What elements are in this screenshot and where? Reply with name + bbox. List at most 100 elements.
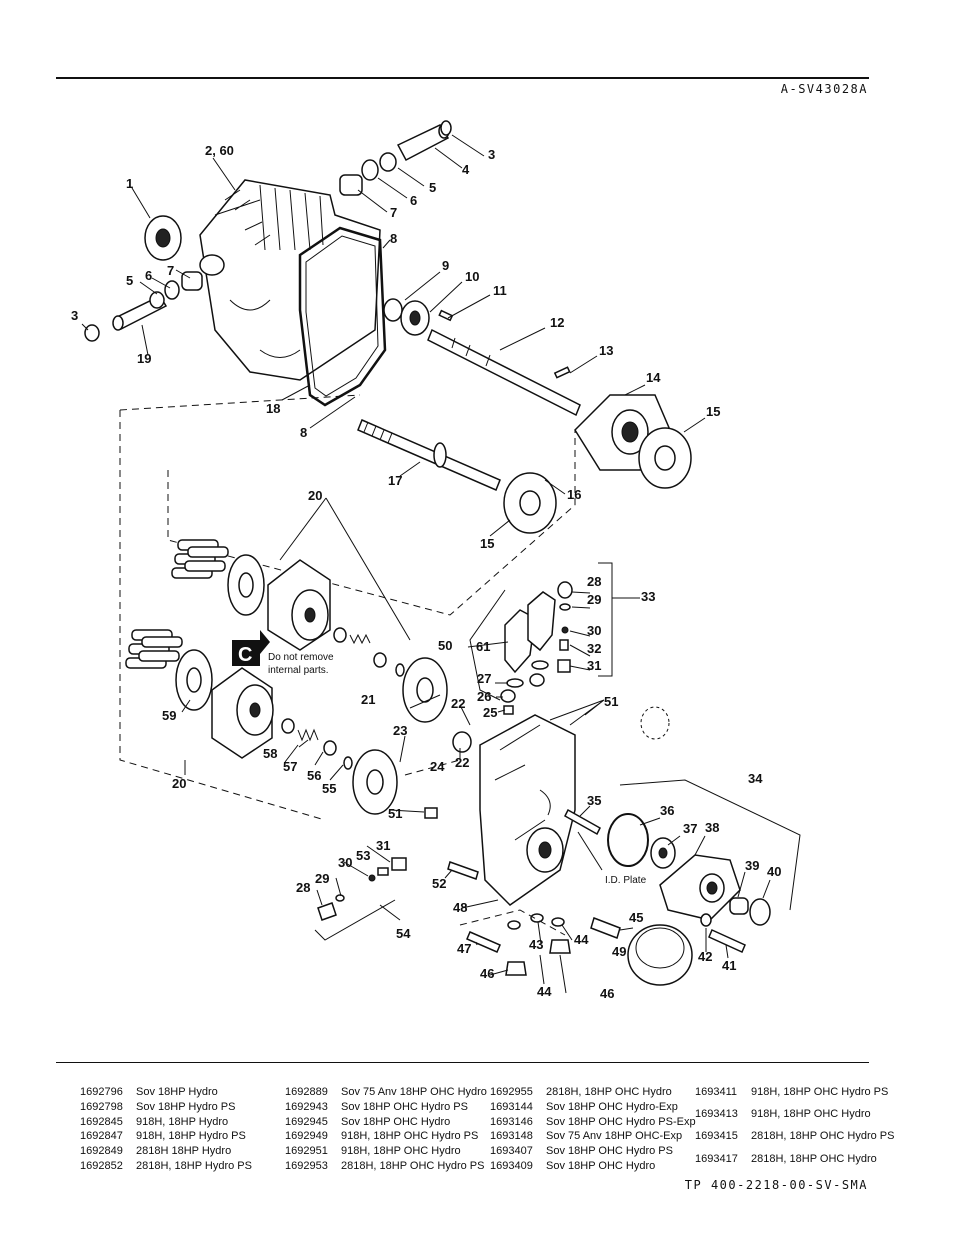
washer-42 [700,913,712,927]
washer-44-left [507,920,521,930]
model-description: 918H, 18HP OHC Hydro [341,1145,461,1158]
model-number: 1692943 [285,1100,328,1113]
callout-label: 45 [629,910,643,925]
callout-label: 31 [587,658,601,673]
washer-43 [530,913,544,923]
model-number: 1692852 [80,1159,123,1172]
callout-label: 56 [307,768,321,783]
washer-44-right [551,917,565,927]
bolt-41 [708,929,746,953]
valve-45 [590,917,621,939]
callout-label: 53 [356,848,370,863]
bushing-24 [452,731,472,753]
cylinder-block-upper [267,559,331,651]
model-description: 918H, 18HP Hydro [136,1115,229,1128]
model-description: 2818H 18HP Hydro [136,1145,232,1158]
spring-32 [559,639,569,651]
seal-40 [749,898,771,926]
washer-6-top [361,159,379,181]
callout-label: 46 [600,986,614,1001]
callout-label: 49 [612,944,626,959]
bracket-34 [619,779,801,911]
clip-55 [343,756,353,770]
port-plate-21 [402,657,448,723]
model-number: 1693417 [695,1152,738,1165]
model-description: Sov 18HP OHC Hydro-Exp [546,1100,678,1113]
oring-29-left [335,894,345,902]
callout-label: 52 [432,876,446,891]
model-description: 918H, 18HP OHC Hydro [751,1108,871,1121]
model-number: 1693144 [490,1100,533,1113]
model-description: Sov 18HP Hydro [136,1086,218,1098]
key-11 [438,309,454,322]
callout-label: 58 [263,746,277,761]
cylinder-block-lower [211,667,274,759]
seal-9 [383,298,403,322]
callout-label: 13 [599,343,613,358]
callout-label: 12 [550,315,564,330]
bolt-52 [447,861,479,880]
callout-label: 21 [361,692,375,707]
plug-25 [503,705,514,715]
callout-label: 37 [683,821,697,836]
callout-label: 54 [396,926,411,941]
top-rule [56,77,869,79]
plug-28-left [317,902,337,921]
model-number: 1692889 [285,1086,328,1098]
model-number: 1692951 [285,1145,328,1158]
model-description: Sov 18HP Hydro PS [136,1100,236,1113]
bolt-47 [466,931,501,953]
guide-line-lower [404,759,566,936]
callout-label: 8 [300,425,307,440]
washer-5-left [149,291,165,309]
bushing-7-top [339,174,363,196]
washer-26b [529,673,545,687]
callout-label: 24 [430,759,445,774]
plug-46-right [549,939,571,954]
ring-3-top [440,120,452,136]
gerotor-37 [650,837,676,869]
callout-label: 26 [477,689,491,704]
callout-label: 36 [660,803,674,818]
spring-upper [349,633,371,645]
model-number: 1692849 [80,1145,123,1158]
callout-label: 3 [488,147,495,162]
callout-c-note: C Do not remove internal parts. [232,630,334,676]
model-number: 1693146 [490,1115,533,1128]
model-description: Sov 18HP OHC Hydro PS [546,1145,673,1158]
callout-label: 57 [283,759,297,774]
callout-label: 22 [451,696,465,711]
callout-label: 59 [162,708,176,723]
bottom-rule [56,1062,869,1063]
callout-label: 20 [308,488,322,503]
callout-label: 38 [705,820,719,835]
plug-46-left [505,961,527,976]
callout-label: 5 [126,273,133,288]
pistons-lower [125,629,183,669]
thrust-washer-15-center [503,472,557,534]
shaft-12 [427,328,581,417]
callout-label: 30 [338,855,352,870]
valve-50 [527,591,556,652]
model-number: 1692845 [80,1115,123,1128]
bolt-35 [564,808,601,836]
callout-label: 4 [462,162,470,177]
callout-label: 27 [477,671,491,686]
ball-30 [561,626,569,634]
callout-letter: C [238,644,252,666]
callout-label: 29 [587,592,601,607]
callout-label: 32 [587,641,601,656]
washer-56 [323,740,337,756]
washer-upper-2 [373,652,387,668]
callout-label: 51 [604,694,618,709]
model-number: 1692798 [80,1100,123,1113]
callout-label: 18 [266,401,280,416]
callout-label: 50 [438,638,452,653]
callout-label: 15 [706,404,720,419]
model-description: Sov 18HP OHC Hydro PS [341,1100,468,1113]
callout-label: 33 [641,589,655,604]
callout-label: 41 [722,958,736,973]
callout-label: 31 [376,838,390,853]
